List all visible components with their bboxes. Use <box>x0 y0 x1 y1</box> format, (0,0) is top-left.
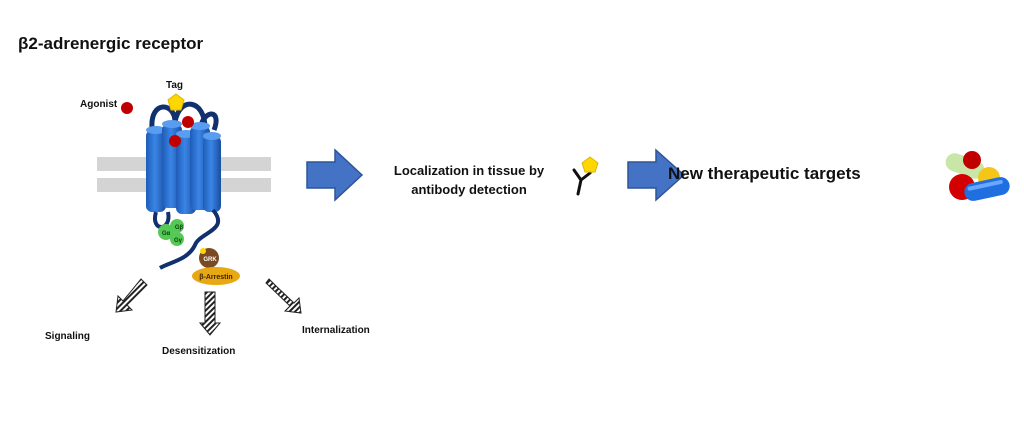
page-title: β2-adrenergic receptor <box>18 34 204 53</box>
g-protein-icon: Gβ Gα Gγ <box>158 219 184 246</box>
desensitization-label: Desensitization <box>162 346 236 357</box>
internalization-arrow-icon <box>265 278 302 314</box>
tag-label: Tag <box>166 80 184 91</box>
g-gamma-label: Gγ <box>174 238 183 244</box>
detection-line-1: Localization in tissue by <box>393 163 545 178</box>
pills-icon <box>945 151 1010 201</box>
process-arrow-icon <box>306 148 364 202</box>
grk-icon: GRK <box>199 248 219 268</box>
agonist-ball-icon <box>182 116 194 128</box>
detection-line-2: antibody detection <box>411 182 527 197</box>
desensitization-arrow-icon <box>198 291 222 336</box>
arrestin-label: β-Arrestin <box>199 274 232 281</box>
g-alpha-label: Gα <box>162 231 171 237</box>
agonist-label: Agonist <box>80 99 118 110</box>
detection-text: Localization in tissue by antibody detec… <box>380 161 558 199</box>
tag-pentagon-icon <box>167 93 185 111</box>
grk-label: GRK <box>203 257 217 263</box>
receptor-icon <box>146 101 221 270</box>
agonist-ball-icon <box>121 102 133 114</box>
arrestin-icon: β-Arrestin <box>192 267 240 285</box>
signaling-arrow-icon <box>115 278 148 313</box>
agonist-ball-icon <box>169 135 181 147</box>
internalization-label: Internalization <box>302 325 370 336</box>
g-beta-label: Gβ <box>175 225 184 231</box>
therapeutic-targets-text: New therapeutic targets <box>668 164 861 183</box>
signaling-label: Signaling <box>45 331 90 342</box>
process-arrow-icon <box>627 148 686 202</box>
antibody-icon <box>572 156 599 196</box>
